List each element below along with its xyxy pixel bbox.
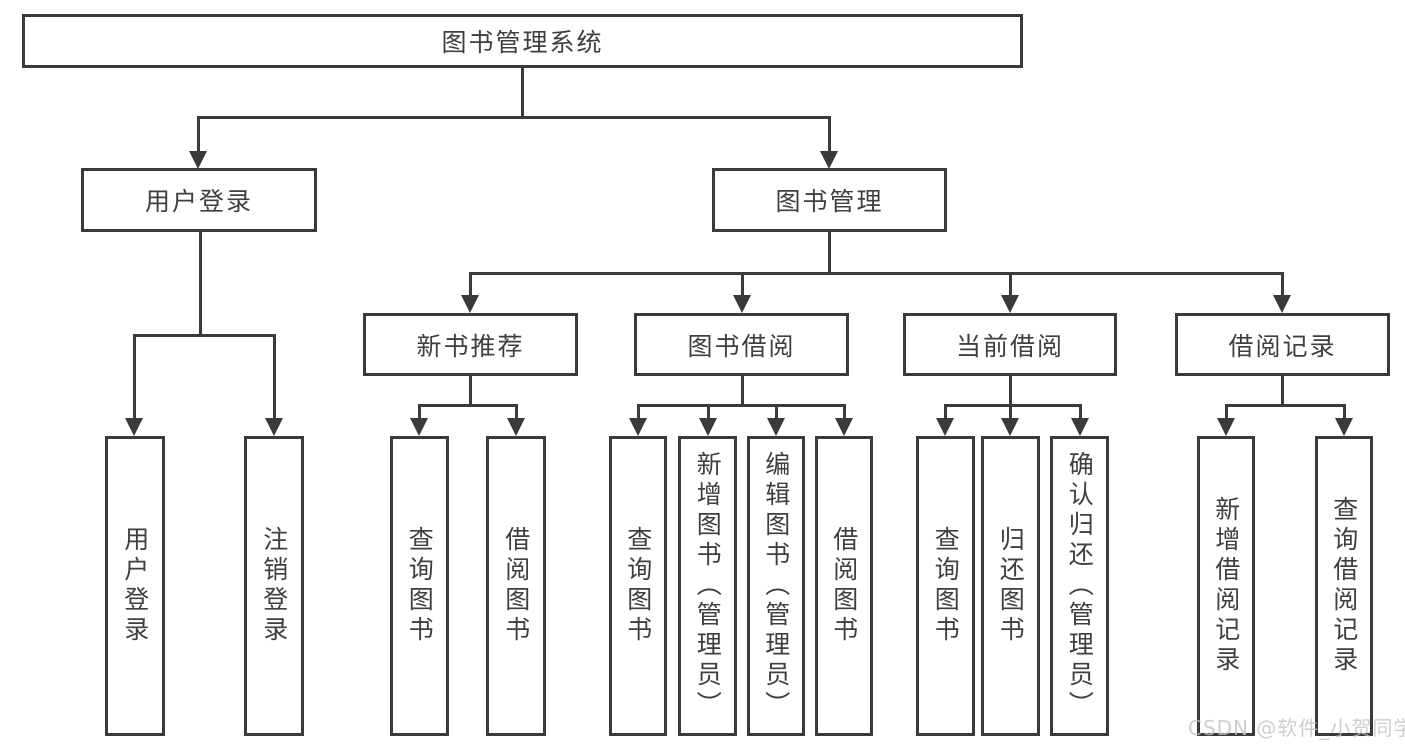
leaf-user-login: 用户登录: [105, 436, 165, 736]
node-borrow-records-label: 借阅记录: [1228, 331, 1337, 361]
node-new-book-recommend: 新书推荐: [363, 313, 578, 376]
connector-line: [740, 376, 744, 407]
connector-line: [468, 376, 472, 407]
leaf-bb-query-books-label: 查询图书: [623, 526, 653, 646]
connector-line: [1224, 404, 1228, 420]
connector-line: [636, 404, 640, 420]
connector-line: [774, 404, 778, 420]
arrow-down-icon: [629, 418, 647, 436]
leaf-br-add-record-label: 新增借阅记录: [1211, 496, 1241, 676]
connector-line: [1342, 404, 1346, 420]
connector-line: [418, 403, 517, 407]
connector-line: [943, 404, 947, 420]
arrow-down-icon: [820, 151, 838, 169]
arrow-down-icon: [733, 295, 751, 313]
arrow-down-icon: [1001, 418, 1019, 436]
node-book-borrow-label: 图书借阅: [687, 331, 796, 361]
connector-line: [1008, 404, 1012, 420]
connector-line: [133, 333, 275, 337]
node-book-management-label: 图书管理: [775, 187, 884, 216]
node-user-login: 用户登录: [81, 168, 317, 232]
arrow-down-icon: [189, 151, 207, 169]
connector-line: [1225, 403, 1345, 407]
node-book-management: 图书管理: [712, 168, 947, 232]
connector-line: [740, 272, 744, 296]
connector-line: [1280, 376, 1284, 407]
leaf-br-query-record-label: 查询借阅记录: [1329, 496, 1359, 676]
leaf-bb-query-books: 查询图书: [609, 436, 667, 736]
arrow-down-icon: [1335, 418, 1353, 436]
arrow-down-icon: [1001, 295, 1019, 313]
leaf-bb-add-books-admin-label: 新增图书（管理员）: [693, 451, 723, 721]
arrow-down-icon: [507, 418, 525, 436]
node-current-borrow: 当前借阅: [903, 313, 1117, 376]
arrow-down-icon: [125, 418, 143, 436]
arrow-down-icon: [265, 418, 283, 436]
node-book-borrow: 图书借阅: [634, 313, 849, 376]
connector-line: [944, 403, 1081, 407]
arrow-down-icon: [835, 418, 853, 436]
connector-line: [417, 404, 421, 420]
node-root-label: 图书管理系统: [441, 28, 604, 57]
arrow-down-icon: [936, 418, 954, 436]
connector-line: [637, 403, 845, 407]
connector-line: [197, 115, 830, 119]
leaf-nbr-borrow-books: 借阅图书: [486, 436, 546, 736]
leaf-user-login-label: 用户登录: [120, 526, 150, 646]
connector-line: [1280, 272, 1284, 296]
connector-line: [514, 404, 518, 420]
connector-line: [827, 232, 831, 274]
node-borrow-records: 借阅记录: [1175, 313, 1390, 376]
connector-line: [1008, 376, 1012, 407]
leaf-logout: 注销登录: [244, 436, 304, 736]
arrow-down-icon: [1273, 295, 1291, 313]
connector-line: [520, 68, 524, 117]
leaf-cb-return-books: 归还图书: [981, 436, 1040, 736]
connector-line: [196, 116, 200, 152]
leaf-cb-confirm-return-admin-label: 确认归还（管理员）: [1065, 451, 1095, 721]
connector-line: [272, 334, 276, 419]
node-root: 图书管理系统: [22, 14, 1023, 68]
node-new-book-recommend-label: 新书推荐: [416, 331, 525, 361]
leaf-cb-return-books-label: 归还图书: [996, 526, 1026, 646]
leaf-logout-label: 注销登录: [259, 526, 289, 646]
connector-line: [132, 334, 136, 419]
leaf-bb-add-books-admin: 新增图书（管理员）: [678, 436, 737, 736]
leaf-br-add-record: 新增借阅记录: [1197, 436, 1255, 736]
connector-line: [1008, 272, 1012, 296]
arrow-down-icon: [1217, 418, 1235, 436]
arrow-down-icon: [410, 418, 428, 436]
leaf-nbr-query-books: 查询图书: [390, 436, 449, 736]
connector-line: [468, 272, 472, 296]
connector-line: [198, 232, 202, 336]
arrow-down-icon: [1071, 418, 1089, 436]
leaf-cb-confirm-return-admin: 确认归还（管理员）: [1050, 436, 1109, 736]
leaf-cb-query-books: 查询图书: [916, 436, 975, 736]
leaf-br-query-record: 查询借阅记录: [1315, 436, 1373, 736]
connector-line: [842, 404, 846, 420]
leaf-bb-edit-books-admin-label: 编辑图书（管理员）: [761, 451, 791, 721]
connector-line: [706, 404, 710, 420]
arrow-down-icon: [461, 295, 479, 313]
watermark: CSDN @软件_小贺同学: [1188, 716, 1405, 740]
arrow-down-icon: [767, 418, 785, 436]
leaf-bb-borrow-books: 借阅图书: [815, 436, 873, 736]
node-user-login-label: 用户登录: [144, 187, 253, 216]
connector-line: [469, 271, 1283, 275]
leaf-nbr-borrow-books-label: 借阅图书: [501, 526, 531, 646]
arrow-down-icon: [699, 418, 717, 436]
leaf-cb-query-books-label: 查询图书: [931, 526, 961, 646]
leaf-bb-borrow-books-label: 借阅图书: [829, 526, 859, 646]
connector-line: [827, 116, 831, 152]
connector-line: [1078, 404, 1082, 420]
node-current-borrow-label: 当前借阅: [955, 331, 1064, 361]
leaf-bb-edit-books-admin: 编辑图书（管理员）: [747, 436, 805, 736]
leaf-nbr-query-books-label: 查询图书: [405, 526, 435, 646]
